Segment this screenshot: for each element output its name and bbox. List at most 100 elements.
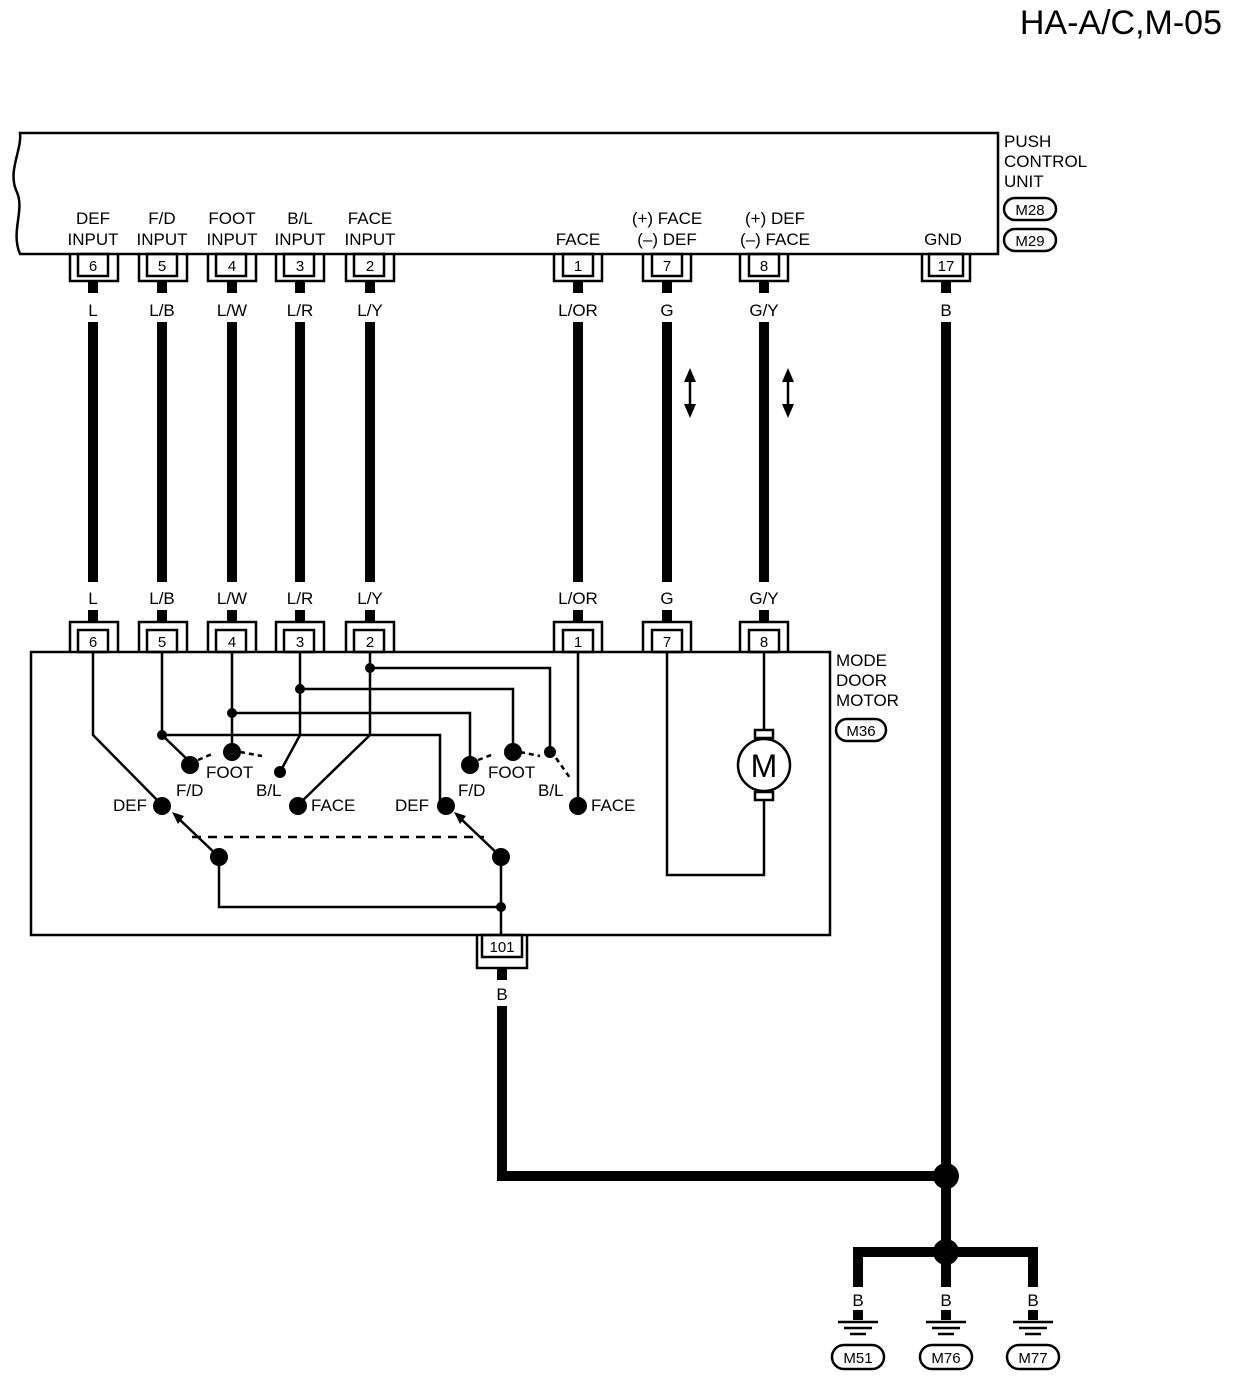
mdm-pin-2: 2 xyxy=(344,620,396,654)
mdm-pin-5-num: 5 xyxy=(158,634,166,651)
mdm-pin-3: 3 xyxy=(274,620,326,654)
ground-m77-wire: B xyxy=(1027,1291,1038,1310)
mdm-name-2: DOOR xyxy=(836,671,887,690)
pcu-pin-5-num: 5 xyxy=(158,258,166,275)
pcu-pin-6: 6 xyxy=(68,252,120,283)
pcu-label-def-2: INPUT xyxy=(68,230,119,249)
wire-label-top-g: G xyxy=(660,301,673,320)
wire-label-top-lb: L/B xyxy=(149,301,175,320)
pcu-label-8-2: (–) FACE xyxy=(740,230,810,249)
pcu-label-foot-1: FOOT xyxy=(208,209,255,228)
wire-label-top-gy: G/Y xyxy=(749,301,778,320)
mdm-name-3: MOTOR xyxy=(836,691,899,710)
pcu-label-gnd: GND xyxy=(924,230,962,249)
pcu-label-faceinput-1: FACE xyxy=(348,209,392,228)
pcu-label-foot-2: INPUT xyxy=(207,230,258,249)
pcu-pin-5: 5 xyxy=(137,252,189,283)
pcu-pin-3-num: 3 xyxy=(296,258,304,275)
switch-label-bl-2: B/L xyxy=(538,781,564,800)
pcu-pin-2-num: 2 xyxy=(366,258,374,275)
mdm-switch-labels: FOOT F/D B/L DEF FACE FOOT F/D B/L DEF F… xyxy=(113,763,635,815)
mdm-pin-5: 5 xyxy=(137,620,189,654)
mdm-pin-6: 6 xyxy=(68,620,120,654)
wire-labels-top: L L/B L/W L/R L/Y L/OR G G/Y B xyxy=(88,301,951,320)
wire-label-top-lor: L/OR xyxy=(558,301,598,320)
pcu-pin-7: 7 xyxy=(641,252,693,283)
pcu-pin-7-num: 7 xyxy=(663,258,671,275)
wire-label-bottom-lb: L/B xyxy=(149,589,175,608)
ground-m51-wire: B xyxy=(852,1291,863,1310)
wire-label-bottom-lw: L/W xyxy=(217,589,247,608)
switch-label-foot-2: FOOT xyxy=(488,763,535,782)
wire-label-top-b: B xyxy=(940,301,951,320)
switch-label-fd-2: F/D xyxy=(458,781,485,800)
ground-icon xyxy=(1013,1320,1053,1336)
wire-label-bottom-lr: L/R xyxy=(287,589,313,608)
mdm-pin-4-num: 4 xyxy=(228,634,236,651)
pcu-label-def-1: DEF xyxy=(76,209,110,228)
ground-m51: B M51 xyxy=(830,1291,886,1371)
pcu-pin-17-num: 17 xyxy=(938,258,955,275)
page-id: HA-A/C,M-05 xyxy=(1020,4,1222,42)
wire-label-top-lw: L/W xyxy=(217,301,247,320)
ground-m76: B M76 xyxy=(918,1291,974,1371)
ground-m77-connector: M77 xyxy=(1018,1350,1047,1367)
pcu-label-bl-2: INPUT xyxy=(275,230,326,249)
mdm-pin-7-num: 7 xyxy=(663,634,671,651)
ground-m77: B M77 xyxy=(1005,1291,1061,1371)
pcu-pin-6-num: 6 xyxy=(89,258,97,275)
mdm-pin-3-num: 3 xyxy=(296,634,304,651)
wire-label-bottom-l: L xyxy=(88,589,97,608)
wire-label-bottom-lor: L/OR xyxy=(558,589,598,608)
wire-label-bottom-g: G xyxy=(660,589,673,608)
pcu-pin-2: 2 xyxy=(344,252,396,283)
wire-label-bottom-ly: L/Y xyxy=(357,589,383,608)
harness-wires xyxy=(88,281,951,1240)
pcu-terminal-labels: DEF INPUT F/D INPUT FOOT INPUT B/L INPUT… xyxy=(68,209,962,249)
pcu-pin-17: 17 xyxy=(920,252,972,283)
wire-label-top-ly: L/Y xyxy=(357,301,383,320)
ground-m76-wire: B xyxy=(940,1291,951,1310)
pcu-pin-4-num: 4 xyxy=(228,258,236,275)
ground-m51-connector: M51 xyxy=(843,1350,872,1367)
switch-label-foot-1: FOOT xyxy=(206,763,253,782)
pcu-connector-1: M28 xyxy=(1015,202,1044,219)
mdm-pins: 6 5 4 3 2 1 7 8 xyxy=(68,620,790,654)
pcu-name-1: PUSH xyxy=(1004,132,1051,151)
switch-label-fd-1: F/D xyxy=(176,781,203,800)
mode-door-motor: MODE DOOR MOTOR M36 xyxy=(29,650,899,937)
motor-symbol: M xyxy=(751,748,778,784)
mdm-pin-7: 7 xyxy=(641,620,693,654)
mdm-pin-1: 1 xyxy=(552,620,604,654)
switch-label-face-2: FACE xyxy=(591,796,635,815)
pcu-pin-1-num: 1 xyxy=(574,258,582,275)
pcu-connector-2: M29 xyxy=(1015,233,1044,250)
pcu-label-7-1: (+) FACE xyxy=(632,209,702,228)
ground-m76-connector: M76 xyxy=(931,1350,960,1367)
mdm-pin-6-num: 6 xyxy=(89,634,97,651)
pcu-label-bl-1: B/L xyxy=(287,209,313,228)
pcu-name-2: CONTROL xyxy=(1004,152,1087,171)
ground-network xyxy=(853,1163,1038,1320)
pcu-pin-8-num: 8 xyxy=(760,258,768,275)
mdm-connector: M36 xyxy=(846,723,875,740)
pcu-pin-8: 8 xyxy=(738,252,790,283)
ground-icon xyxy=(926,1320,966,1336)
mdm-pin-8: 8 xyxy=(738,620,790,654)
wire-label-ground-b: B xyxy=(496,985,507,1004)
push-control-unit: PUSH CONTROL UNIT M28 M29 xyxy=(12,131,1087,256)
pcu-pin-4: 4 xyxy=(206,252,258,283)
mdm-internal-wiring: M xyxy=(91,652,792,935)
mdm-pin-101-num: 101 xyxy=(489,939,514,956)
wire-label-bottom-gy: G/Y xyxy=(749,589,778,608)
pcu-pins: 6 5 4 3 2 1 7 8 17 xyxy=(68,252,972,283)
mdm-pin-101: 101 xyxy=(475,933,529,970)
switch-label-face-1: FACE xyxy=(311,796,355,815)
switch-label-def-1: DEF xyxy=(113,796,147,815)
wire-labels-bottom: L L/B L/W L/R L/Y L/OR G G/Y xyxy=(88,589,778,608)
wire-label-top-lr: L/R xyxy=(287,301,313,320)
pcu-label-faceinput-2: INPUT xyxy=(345,230,396,249)
pcu-label-fd-2: INPUT xyxy=(137,230,188,249)
pcu-pin-3: 3 xyxy=(274,252,326,283)
